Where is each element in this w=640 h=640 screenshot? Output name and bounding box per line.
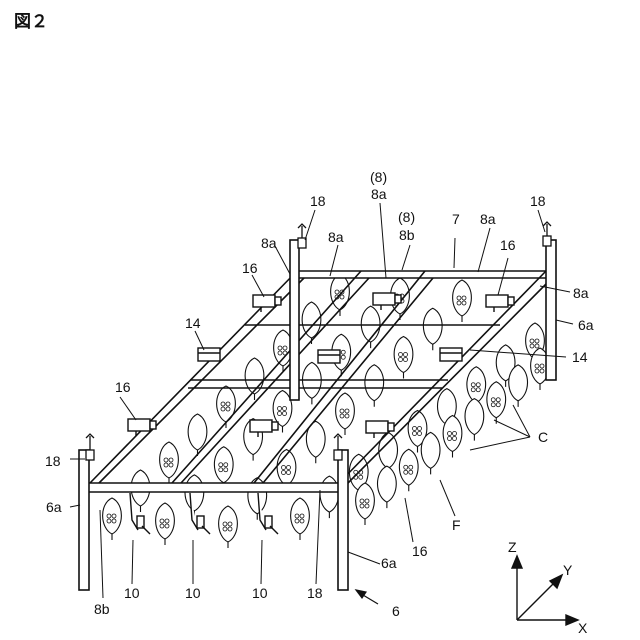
label-8b: 8b bbox=[399, 227, 415, 243]
label-8a: 8a bbox=[573, 285, 589, 301]
label-14: 14 bbox=[185, 315, 201, 331]
fruit-cluster-icon bbox=[361, 306, 380, 348]
fruit-cluster-icon bbox=[377, 466, 396, 508]
camera-16-icon bbox=[128, 419, 156, 436]
antenna-icon bbox=[543, 222, 551, 246]
fruit-cluster-icon bbox=[394, 337, 413, 379]
label-10: 10 bbox=[252, 585, 268, 601]
assembly-arrow bbox=[356, 590, 378, 604]
front-rail bbox=[88, 483, 345, 492]
fruit-cluster-icon bbox=[423, 308, 442, 350]
label-8a: 8a bbox=[328, 229, 344, 245]
label-8b: 8b bbox=[94, 601, 110, 617]
antenna-icon bbox=[298, 224, 306, 248]
fruit-cluster-icon bbox=[185, 475, 204, 517]
camera-16-icon bbox=[253, 295, 281, 312]
fruit-cluster-icon bbox=[399, 449, 418, 491]
sensor-14-icon bbox=[198, 348, 220, 361]
label-8-paren: (8) bbox=[370, 169, 387, 185]
fruit-cluster-icon bbox=[465, 399, 484, 441]
fruit-cluster-icon bbox=[245, 358, 264, 400]
label-8a: 8a bbox=[371, 186, 387, 202]
post-back-right bbox=[546, 240, 556, 380]
label-16: 16 bbox=[412, 543, 428, 559]
fruit-cluster-icon bbox=[302, 362, 321, 404]
label-6: 6 bbox=[392, 603, 400, 619]
fruit-cluster-icon bbox=[336, 393, 355, 435]
antenna-icon bbox=[86, 434, 94, 460]
fruit-cluster-icon bbox=[219, 506, 238, 548]
label-8a: 8a bbox=[480, 211, 496, 227]
axis-label-z: Z bbox=[508, 539, 517, 555]
antenna-icon bbox=[334, 434, 342, 460]
label-8a: 8a bbox=[261, 235, 277, 251]
label-10: 10 bbox=[124, 585, 140, 601]
post-front-right bbox=[338, 450, 348, 590]
fruit-clusters bbox=[103, 274, 550, 548]
label-14: 14 bbox=[572, 349, 588, 365]
label-18: 18 bbox=[307, 585, 323, 601]
fruit-cluster-icon bbox=[302, 302, 321, 344]
fruit-cluster-icon bbox=[365, 365, 384, 407]
fruit-cluster-icon bbox=[487, 382, 506, 424]
fruit-cluster-icon bbox=[188, 414, 207, 456]
camera-16-icon bbox=[486, 295, 514, 312]
fruit-cluster-icon bbox=[291, 498, 310, 540]
axis-label-y: Y bbox=[563, 562, 573, 578]
fruit-cluster-icon bbox=[509, 365, 528, 407]
label-18: 18 bbox=[45, 453, 61, 469]
label-6a: 6a bbox=[381, 555, 397, 571]
label-16: 16 bbox=[242, 260, 258, 276]
label-7: 7 bbox=[452, 211, 460, 227]
fruit-cluster-icon bbox=[103, 498, 122, 540]
sensor-14-icon bbox=[440, 348, 462, 361]
label-6a: 6a bbox=[46, 499, 62, 515]
fruit-cluster-icon bbox=[356, 483, 375, 525]
sensor-14-icon bbox=[318, 350, 340, 363]
label-16: 16 bbox=[115, 379, 131, 395]
fruit-cluster-icon bbox=[160, 442, 179, 484]
label-C: C bbox=[538, 429, 548, 445]
axis-label-x: X bbox=[578, 620, 588, 636]
z-arrow-icon bbox=[512, 556, 522, 568]
label-6a: 6a bbox=[578, 317, 594, 333]
label-16: 16 bbox=[500, 237, 516, 253]
fruit-cluster-icon bbox=[443, 416, 462, 458]
fruit-cluster-icon bbox=[156, 503, 175, 545]
label-8-paren: (8) bbox=[398, 209, 415, 225]
label-18: 18 bbox=[310, 193, 326, 209]
label-10: 10 bbox=[185, 585, 201, 601]
label-18: 18 bbox=[530, 193, 546, 209]
label-F: F bbox=[452, 517, 461, 533]
post-front-left bbox=[79, 450, 89, 590]
post-back-left bbox=[290, 240, 299, 400]
fruit-cluster-icon bbox=[453, 280, 472, 322]
x-arrow-icon bbox=[566, 615, 578, 625]
fruit-cluster-icon bbox=[421, 432, 440, 474]
